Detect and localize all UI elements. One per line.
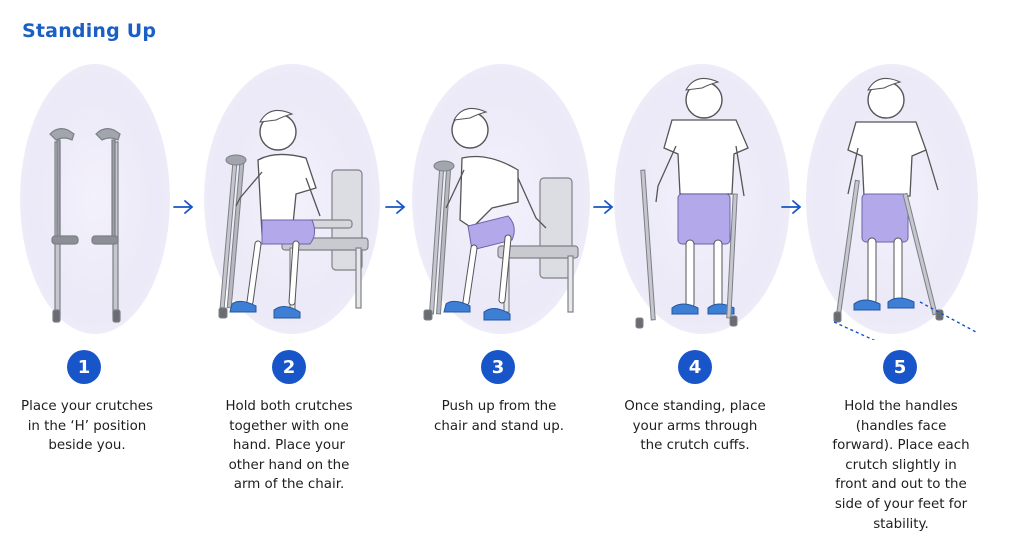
step-5: 5 Hold the handles (handles face forward… [800,0,1010,554]
step-number-badge: 5 [883,350,917,384]
step-description: Place your crutches in the ‘H’ position … [21,399,153,454]
standing-with-crutches-icon [833,77,977,340]
page-title: Standing Up [22,20,157,42]
seated-holding-crutches-icon [218,109,369,319]
arrow-right-icon [173,200,194,214]
step-3: 3 Push up from the chair and stand up. [404,0,614,554]
arrow-right-icon [781,200,802,214]
pushing-up-from-chair-icon [423,107,579,321]
background-oval [20,64,170,334]
step-number-badge: 2 [272,350,306,384]
arrow-right-icon [385,200,406,214]
arrow-right-icon [593,200,614,214]
step-4: 4 Once standing, place your arms through… [606,0,816,554]
step-number-badge: 4 [678,350,712,384]
step-description: Hold both crutches together with one han… [225,399,353,493]
step-description: Once standing, place your arms through t… [624,399,766,454]
step-2: 2 Hold both crutches together with one h… [196,0,406,554]
standing-arms-in-cuffs-icon [635,77,749,329]
crutches-h-position-icon [49,128,121,323]
step-description: Push up from the chair and stand up. [434,399,564,434]
step-number-badge: 1 [67,350,101,384]
step-description: Hold the handles (handles face forward).… [832,399,970,532]
step-number-badge: 3 [481,350,515,384]
step-1: 1 Place your crutches in the ‘H’ positio… [0,0,210,554]
